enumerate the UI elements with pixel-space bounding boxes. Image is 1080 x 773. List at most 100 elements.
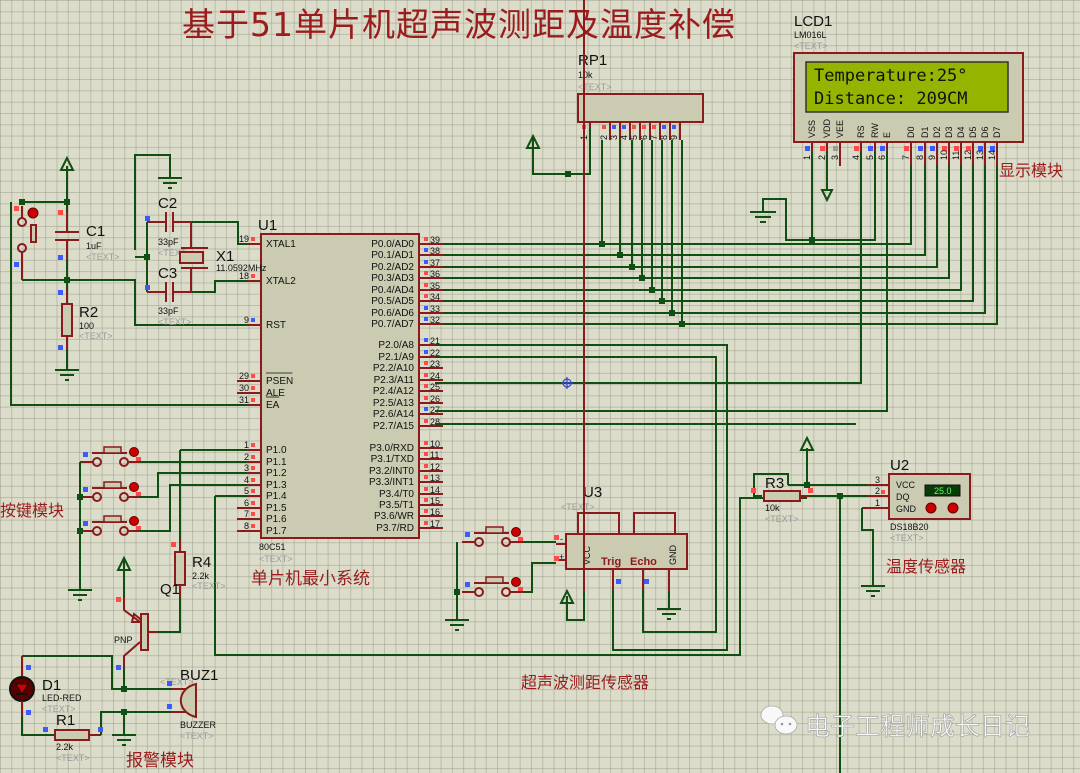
u2-increase-button[interactable] xyxy=(947,502,959,514)
lcd1-pin-name-rs: RS xyxy=(856,125,866,138)
u1-pin-number: 11 xyxy=(430,450,439,460)
label-ultrasonic-module: 超声波测距传感器 xyxy=(521,673,649,692)
ultrasonic-switches[interactable] xyxy=(462,526,523,597)
u1-pin-p06ad6: P0.6/AD6 xyxy=(371,308,414,319)
switch-actuator-icon xyxy=(27,207,39,219)
r1-body xyxy=(54,729,90,741)
lcd1-pin-name-d1: D1 xyxy=(920,126,930,138)
lcd1-pin-number: 7 xyxy=(901,155,911,160)
u3-pin-trig: Trig xyxy=(601,556,621,568)
q1-type: PNP xyxy=(114,635,133,645)
u1-pin-number: 5 xyxy=(244,486,249,496)
schematic-title: 基于51单片机超声波测距及温度补偿 xyxy=(182,5,736,44)
junction xyxy=(629,264,635,270)
u1-pin-p04ad4: P0.4/AD4 xyxy=(371,285,414,296)
p2-control-wires xyxy=(435,152,888,651)
rp1-vcc-wire xyxy=(525,128,591,177)
crystal-oscillator-circuit[interactable]: C2 33pF <TEXT> C3 33pF <TEXT> X1 11.0592… xyxy=(134,154,267,327)
x1-value: 11.0592MHz xyxy=(216,263,267,273)
u2-pin1-num: 1 xyxy=(875,498,880,508)
r4-text-placeholder: <TEXT> xyxy=(192,581,226,591)
d1-value: LED-RED xyxy=(42,693,82,703)
u2-decrease-button[interactable] xyxy=(925,502,937,514)
d1-text-placeholder: <TEXT> xyxy=(42,704,76,714)
u2-temperature-sensor[interactable]: R3 10k <TEXT> 3 2 1 U2 VCC DQ GND 25.0 D… xyxy=(751,435,971,773)
u1-pin-p11: P1.1 xyxy=(266,457,287,468)
u1-pin-p03ad3: P0.3/AD3 xyxy=(371,273,414,284)
key-switch-2[interactable] xyxy=(80,481,141,502)
key-switch-3[interactable] xyxy=(80,515,141,536)
vcc-power-icon xyxy=(559,588,575,604)
svg-text:-: - xyxy=(560,534,563,544)
rp1-pin-number: 3 xyxy=(609,135,619,140)
u1-pin-number: 34 xyxy=(430,292,440,302)
d1-ref: D1 xyxy=(42,677,61,694)
lcd1-line1: Temperature:25° xyxy=(814,66,968,86)
key-module[interactable] xyxy=(80,446,141,536)
watermark: 电子工程师成长日记 xyxy=(760,705,1030,741)
x1-ref: X1 xyxy=(216,248,234,265)
u1-pin-xtal2: XTAL2 xyxy=(266,276,296,287)
u1-pin-number: 6 xyxy=(244,498,249,508)
u1-pin-number: 21 xyxy=(430,336,440,346)
u1-pin-p01ad1: P0.1/AD1 xyxy=(371,250,414,261)
x1-crystal-body xyxy=(179,251,204,264)
alarm-module[interactable]: R4 2.2k <TEXT> Q1 PNP D1 LED-RED <TEXT> xyxy=(9,540,226,763)
u1-pin-number: 15 xyxy=(430,496,440,506)
lcd1-line2: Distance: 209CM xyxy=(814,89,968,109)
u1-pin-number: 12 xyxy=(430,462,440,472)
lcd1-part: LM016L xyxy=(794,30,827,40)
c1-text-placeholder: <TEXT> xyxy=(86,252,120,262)
svg-text:+: + xyxy=(559,552,564,562)
rp1-pin-number: 4 xyxy=(619,135,629,140)
c2-text-placeholder: <TEXT> xyxy=(158,248,192,258)
u3-ultrasonic-sensor[interactable]: U3 <TEXT> VCC Trig Echo GND - + xyxy=(445,0,688,631)
u1-pin-xtal1: XTAL1 xyxy=(266,239,296,250)
u1-pin-p27a15: P2.7/A15 xyxy=(373,421,415,432)
switch-actuator-icon xyxy=(129,447,139,457)
ultrasonic-switch-2[interactable] xyxy=(462,576,523,597)
label-mcu-module: 单片机最小系统 xyxy=(251,569,370,589)
u1-pin-number: 26 xyxy=(430,394,440,404)
u1-pin-p12: P1.2 xyxy=(266,468,287,479)
vcc-power-icon xyxy=(525,133,541,149)
u1-part: 80C51 xyxy=(259,542,286,552)
lcd1-ref: LCD1 xyxy=(794,13,832,30)
label-temperature-module: 温度传感器 xyxy=(886,557,966,576)
rp1-pin-number: 5 xyxy=(629,135,639,140)
r2-ref: R2 xyxy=(79,304,98,321)
junction xyxy=(599,241,605,247)
u1-pin-number: 16 xyxy=(430,507,440,517)
u1-pin-number: 3 xyxy=(244,463,249,473)
switch-actuator-icon xyxy=(129,482,139,492)
key-switch-1[interactable] xyxy=(80,446,141,467)
junction xyxy=(649,287,655,293)
u1-pin-p22a10: P2.2/A10 xyxy=(373,363,415,374)
u1-pin-number: 33 xyxy=(430,304,440,314)
u1-pin-p33int1: P3.3/INT1 xyxy=(369,477,414,488)
lcd1-pin-name-d3: D3 xyxy=(944,126,954,138)
r4-ref: R4 xyxy=(192,554,211,571)
lcd1-pin-number: 5 xyxy=(865,155,875,160)
lcd1-pin-number: 1 xyxy=(802,155,812,160)
u2-part: DS18B20 xyxy=(890,522,929,532)
p0-data-bus-wires xyxy=(443,140,998,327)
lcd1-component[interactable]: LCD1 LM016L <TEXT> Temperature:25° Dista… xyxy=(793,13,1024,166)
reset-circuit[interactable]: C1 1uF <TEXT> R2 100 <TEXT> xyxy=(10,155,247,406)
buz1-text-placeholder: <TEXT> xyxy=(160,677,194,687)
rp1-value: 10k xyxy=(578,70,593,80)
u1-pin-p37rd: P3.7/RD xyxy=(376,523,414,534)
ground-icon xyxy=(820,189,834,203)
r3-ref: R3 xyxy=(765,475,784,492)
lcd1-pin-number: 4 xyxy=(851,155,861,160)
r3-value: 10k xyxy=(765,503,780,513)
ultrasonic-switch-1[interactable] xyxy=(462,526,523,547)
u1-pin-number: 38 xyxy=(430,246,440,256)
u1-pin-number: 4 xyxy=(244,475,249,485)
lcd1-text-placeholder: <TEXT> xyxy=(794,41,828,51)
u2-pin-vcc: VCC xyxy=(896,480,916,490)
